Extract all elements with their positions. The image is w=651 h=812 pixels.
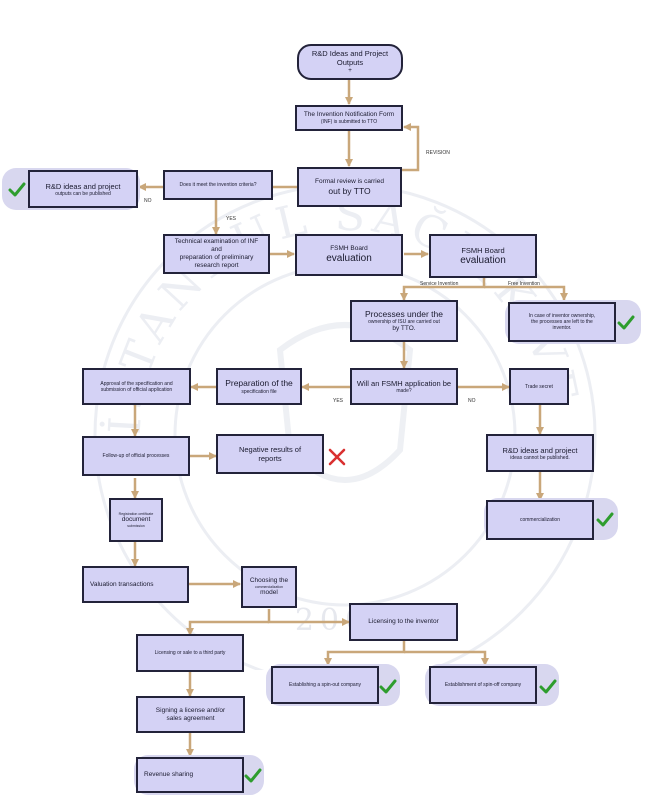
node-revenue-sharing: Revenue sharing	[136, 757, 244, 793]
edge-label-no-apply: NO	[468, 398, 476, 404]
edge-label-revision: REVISION	[426, 150, 450, 156]
edge-label-yes-apply: YES	[333, 398, 344, 404]
node-licensing-inventor: Licensing to the inventor	[349, 603, 458, 641]
node-valuation: Valuation transactions	[82, 566, 189, 603]
node-inventor-ownership: In case of inventor ownership,the proces…	[508, 302, 616, 342]
green-check-icon	[240, 763, 266, 789]
edge-label-yes: YES	[226, 216, 237, 222]
node-invention-criteria: Does it meet the invention criteria?	[163, 170, 273, 200]
red-x-icon	[324, 444, 350, 470]
node-commercialization: commercialization	[486, 500, 594, 540]
node-spin-out-company: Establishing a spin-out company	[271, 666, 379, 704]
green-check-icon	[4, 177, 30, 203]
node-licensing-third-party: Licensing or sale to a third party	[136, 634, 244, 672]
node-follow-up: Follow-up of official processes	[82, 436, 190, 476]
edge-label-service-invention: Service Invention	[420, 281, 459, 287]
node-trade-secret: Trade secret	[509, 368, 569, 405]
green-check-icon	[592, 507, 618, 533]
node-spin-off-company: Establishment of spin-off company	[429, 666, 537, 704]
green-check-icon	[613, 310, 639, 336]
green-check-icon	[535, 674, 561, 700]
node-start: R&D Ideas and Project Outputs+	[297, 44, 403, 80]
node-inf-submission: The Invention Notification Form(INF) is …	[295, 105, 403, 131]
edge-label-no: NO	[144, 198, 152, 204]
green-check-icon	[375, 674, 401, 700]
edge-label-free-invention: Free Invention	[508, 281, 540, 287]
